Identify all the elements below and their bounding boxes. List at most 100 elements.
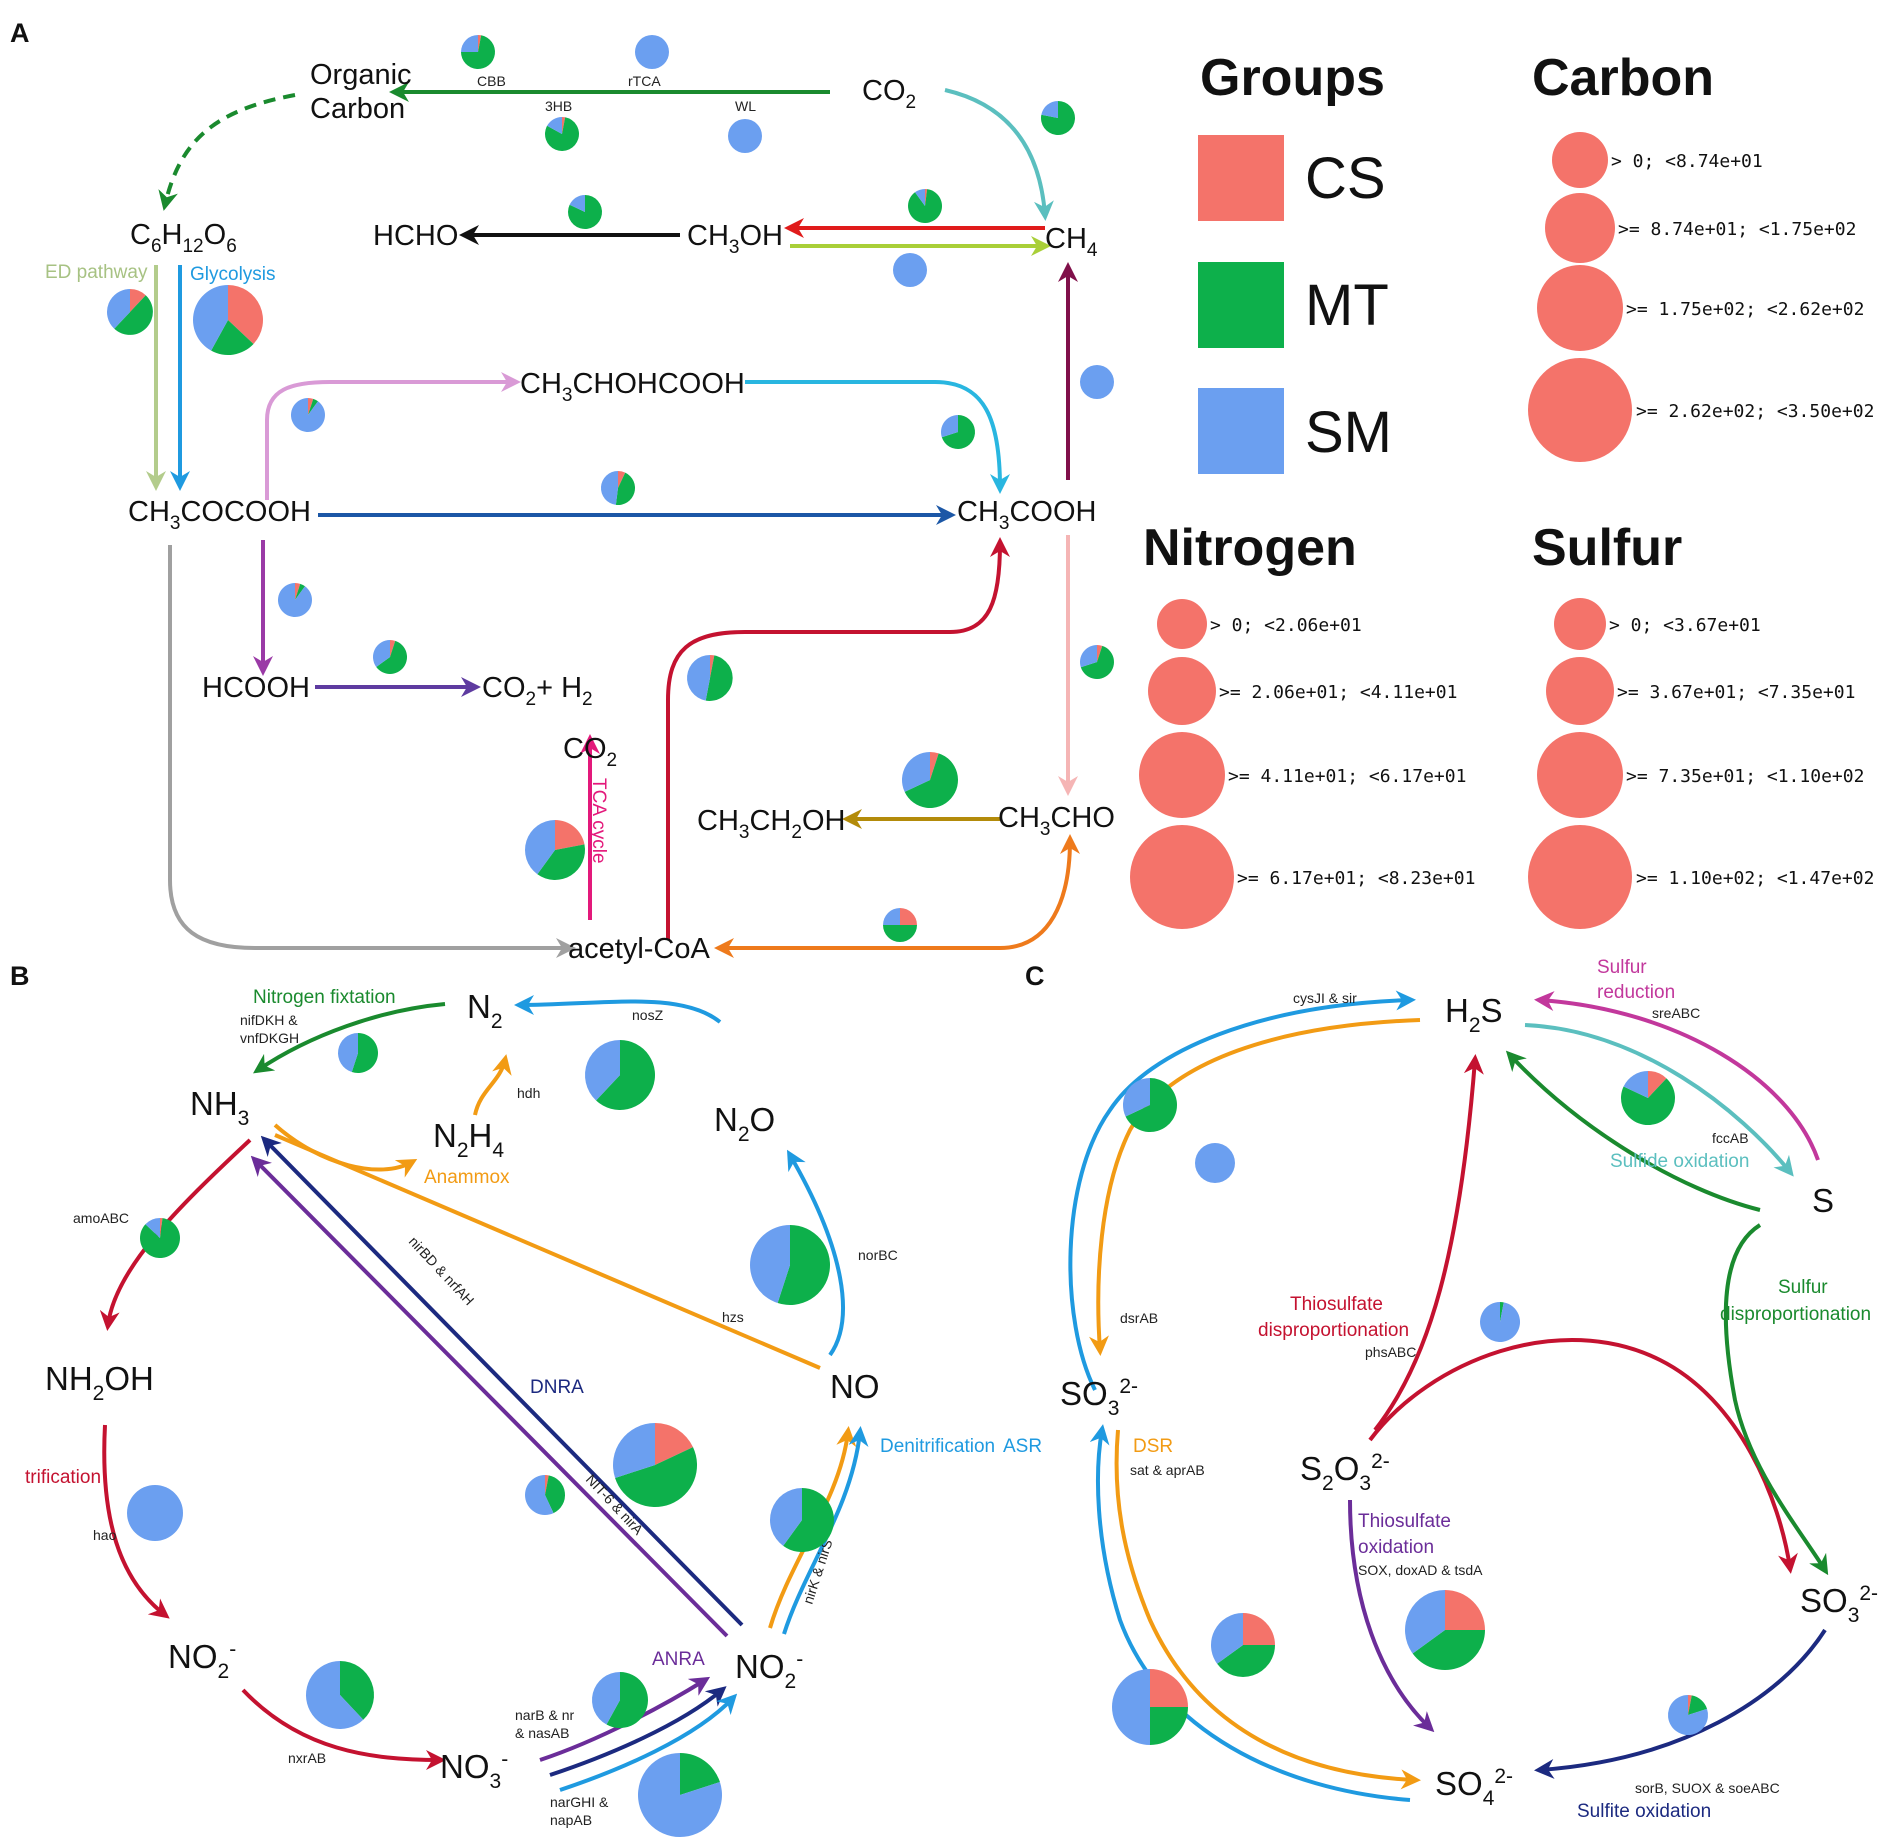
pie-slice-mt — [615, 472, 636, 506]
gene-hzs: hzs — [722, 1309, 744, 1325]
legend-sulfur-bin-4: >= 1.10e+02; <1.47e+02 — [1636, 868, 1874, 889]
pie-slice-cs — [1243, 1613, 1275, 1645]
legend: Groups CS MT SM Carbon > 0; <8.74e+01 >=… — [1130, 49, 1874, 929]
pie-slice-sm — [1195, 1143, 1235, 1183]
pie-slice-sm — [637, 1753, 722, 1837]
arrow-organic-carbon-glucose — [158, 93, 296, 211]
pie-slice-sm — [1112, 1669, 1150, 1745]
arrow-no2-nh3-dnra — [260, 1135, 744, 1627]
legend-nitrogen-bin-2: >= 2.06e+01; <4.11e+01 — [1219, 682, 1457, 703]
pie-carbon-ch4-ch3oh — [908, 188, 943, 223]
pie-carbon-acetyl-coa-ch3cho — [883, 908, 917, 942]
pie-slice-cs — [1648, 1071, 1667, 1098]
node-pyruvate: CH3COCOOH — [128, 496, 311, 534]
node-acetaldehyde: CH3CHO — [998, 802, 1115, 840]
pie-slice-sm — [750, 1225, 790, 1304]
carbon-arrows — [146, 82, 1080, 958]
node-glucose: C6H12O6 — [130, 219, 237, 257]
pie-slice-mt — [1620, 1078, 1675, 1126]
pie-carbon-wl — [728, 119, 762, 153]
pie-carbon-ch3chohcooh-ch3cooh — [940, 415, 975, 449]
pie-slice-mt — [568, 195, 603, 230]
arrow-so3-so4 — [1534, 1628, 1827, 1779]
gene-sor: sorB, SUOX & soeABC — [1635, 1780, 1780, 1796]
legend-carbon-bin-2: >= 8.74e+01; <1.75e+02 — [1618, 219, 1856, 240]
pie-slice-mt — [1080, 645, 1114, 679]
carbon-fixation-labels: CBB rTCA 3HB WL — [477, 73, 756, 114]
label-sulfur-reduction-2: reduction — [1597, 982, 1675, 1003]
label-nitrogen-fixation: Nitrogen fixtation — [253, 987, 396, 1008]
legend-carbon-size-3 — [1537, 265, 1623, 351]
organic-carbon-line2: Carbon — [310, 93, 405, 125]
pie-slice-mt — [705, 655, 733, 701]
pie-carbon-acetyl-coa-ch3cooh — [687, 655, 733, 701]
pie-slice-sm — [305, 1661, 364, 1729]
arrow-acetylcoa-acetaldehyde — [714, 834, 1080, 958]
legend-nitrogen-bin-1: > 0; <2.06e+01 — [1210, 615, 1362, 636]
legend-group-mt: MT — [1305, 273, 1389, 338]
arrow-n2-nh3 — [253, 1002, 446, 1074]
pie-slice-cs — [1097, 645, 1103, 662]
pie-carbon-ch3oh-ch4 — [893, 253, 927, 287]
node-ethanol: CH3CH2OH — [697, 805, 845, 843]
pie-slice-sm — [940, 415, 958, 438]
pie-slice-sm — [373, 640, 390, 667]
node-n2o: N2O — [714, 1101, 775, 1146]
label-asr: ASR — [1003, 1436, 1042, 1457]
pie-slice-cs — [228, 285, 263, 344]
pie-sulfur-cysji-sir — [1122, 1078, 1177, 1132]
gene-hdh: hdh — [517, 1085, 540, 1101]
pie-slice-mt — [308, 398, 318, 415]
label-cbb: CBB — [477, 73, 506, 89]
pie-slice-mt — [777, 1225, 831, 1305]
node-lactate: CH3CHOHCOOH — [520, 368, 745, 406]
pie-slice-mt — [606, 1672, 648, 1728]
gene-nif-1: nifDKH & — [240, 1012, 298, 1028]
pie-carbon-3hb — [544, 117, 579, 151]
label-thio-ox-1: Thiosulfate — [1358, 1511, 1451, 1532]
pie-slice-sm — [107, 289, 130, 329]
arrow-so3-so4-dsr — [1114, 1429, 1421, 1790]
pie-slice-sm — [600, 470, 618, 505]
pie-sulfur-sulfite-oxidation — [1667, 1695, 1708, 1736]
gene-sat: sat & aprAB — [1130, 1462, 1205, 1478]
pie-slice-mt — [351, 1033, 379, 1074]
pie-slice-sm — [585, 1040, 620, 1101]
pie-slice-cs — [562, 117, 566, 134]
pie-slice-mt — [537, 844, 586, 880]
gene-cys: cysJI & sir — [1293, 990, 1357, 1006]
node-no2-right: NO2- — [735, 1648, 803, 1693]
legend-carbon-bin-3: >= 1.75e+02; <2.62e+02 — [1626, 299, 1864, 320]
pie-slice-mt — [596, 1040, 656, 1110]
pie-slice-sm — [1667, 1695, 1708, 1736]
node-hcooh: HCOOH — [202, 672, 310, 704]
label-thio-disp-1: Thiosulfate — [1290, 1294, 1383, 1315]
gene-narb-1: narB & nr — [515, 1707, 574, 1723]
legend-sulfur-bin-3: >= 7.35e+01; <1.10e+02 — [1626, 766, 1864, 787]
pie-nitrogen-narb-nr-nasab — [591, 1671, 648, 1728]
pie-slice-sm — [1210, 1613, 1243, 1664]
pie-slice-cs — [478, 34, 482, 52]
node-methane: CH4 — [1045, 223, 1098, 261]
pie-slice-sm — [769, 1487, 802, 1546]
label-sulfur-disp-1: Sulfur — [1778, 1277, 1828, 1298]
pie-nitrogen-hao — [127, 1485, 183, 1541]
legend-group-sm: SM — [1305, 400, 1392, 465]
pie-nitrogen-nosz — [585, 1040, 656, 1110]
legend-sulfur-size-2 — [1546, 657, 1614, 725]
nitrogen-arrows — [99, 994, 869, 1792]
legend-carbon-bin-1: > 0; <8.74e+01 — [1611, 151, 1763, 172]
arrow-nh2oh-no2 — [102, 1424, 170, 1619]
pie-carbon-cbb — [461, 34, 496, 69]
arrow-acetylcoa-acetate — [666, 537, 1010, 940]
pie-slice-cs — [618, 471, 626, 488]
node-s2o3: S2O32- — [1300, 1450, 1390, 1495]
label-sulfide-oxidation: Sulfide oxidation — [1610, 1151, 1749, 1172]
legend-carbon-bin-4: >= 2.62e+02; <3.50e+02 — [1636, 401, 1874, 422]
gene-dsrab: dsrAB — [1120, 1310, 1158, 1326]
legend-swatch-cs — [1198, 135, 1284, 221]
arrow-so4-so3-asr — [1089, 1424, 1411, 1802]
pie-slice-sm — [1041, 101, 1058, 118]
arrow-h2s-s — [1524, 1023, 1794, 1177]
legend-sulfur-size-3 — [1537, 732, 1623, 818]
